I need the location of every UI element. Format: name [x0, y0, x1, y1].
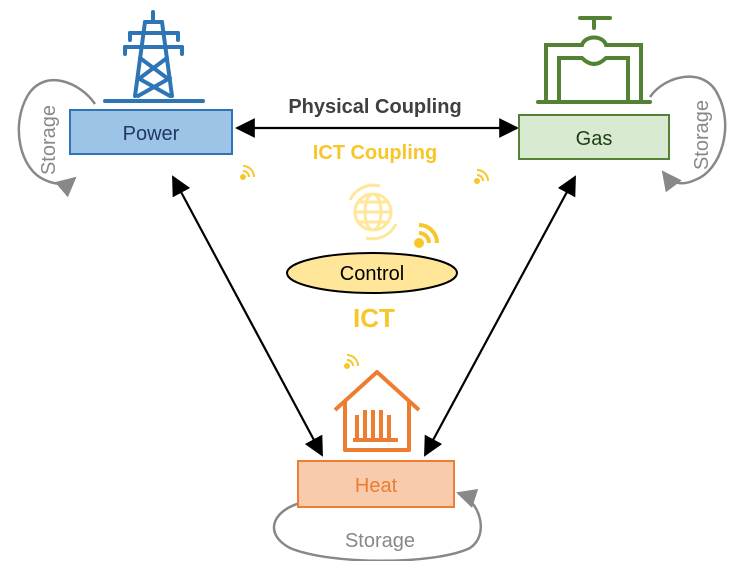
physical-coupling-label: Physical Coupling	[288, 96, 461, 118]
ict-coupling-label: ICT Coupling	[313, 142, 437, 164]
gas-storage-label: Storage	[691, 100, 713, 170]
gas-storage-loop: Storage	[648, 75, 727, 193]
ict-label: ICT	[353, 303, 395, 333]
ict-globe-icon	[348, 183, 398, 241]
gas-label: Gas	[576, 128, 613, 150]
wifi-icon-gas	[474, 169, 489, 184]
control-node	[286, 252, 458, 294]
gas-node	[518, 114, 670, 160]
wifi-icon-power	[240, 165, 255, 180]
wifi-icon-heat	[344, 354, 359, 369]
heat-node	[297, 460, 455, 508]
power-storage-label: Storage	[38, 105, 60, 175]
power-heat-arrow	[172, 175, 323, 457]
power-node	[69, 109, 233, 155]
gas-pipe-icon	[536, 16, 652, 104]
heat-label: Heat	[355, 475, 398, 497]
power-label: Power	[123, 123, 180, 145]
power-storage-loop: Storage	[17, 78, 97, 198]
power-pylon-icon	[103, 10, 205, 103]
heat-house-icon	[333, 370, 421, 452]
control-label: Control	[340, 263, 404, 285]
heat-storage-label: Storage	[345, 530, 415, 552]
gas-heat-arrow	[424, 175, 576, 457]
wifi-icon-control	[414, 223, 439, 248]
